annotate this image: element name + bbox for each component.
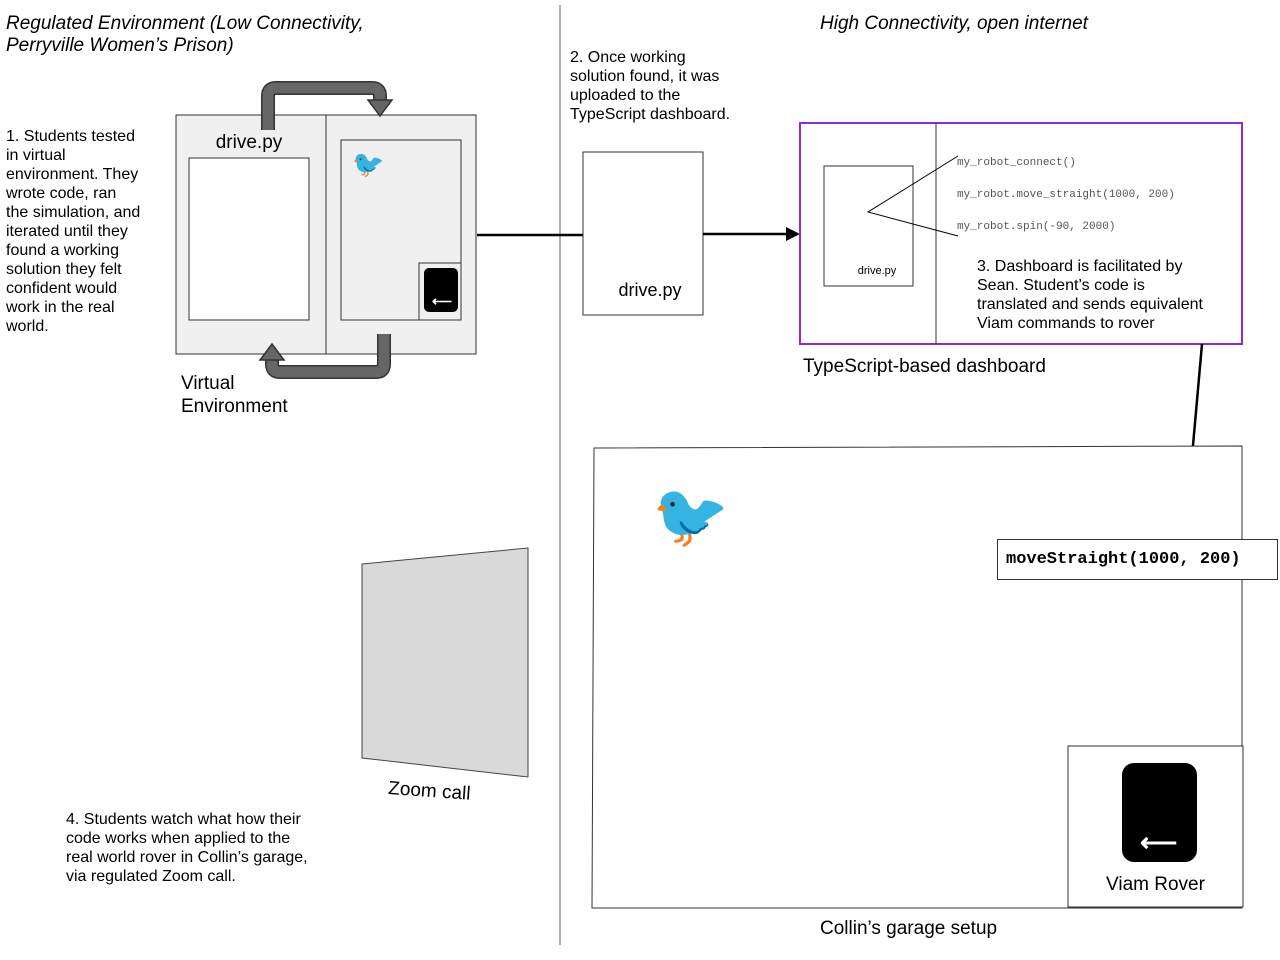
code-line-1: my_robot_connect(): [957, 157, 1076, 169]
arrow-upload-to-dashboard-head: [786, 227, 800, 241]
bird-icon: 🐦: [352, 149, 385, 179]
rover-icon: ⟵: [1122, 763, 1197, 862]
step-3-text: 3. Dashboard is facilitated by Sean. Stu…: [977, 258, 1203, 332]
high-connectivity-header: High Connectivity, open internet: [820, 13, 1088, 34]
step-4-text: 4. Students watch what how their code wo…: [66, 811, 308, 885]
regulated-environment-header: Regulated Environment (Low Connectivity,…: [6, 13, 364, 56]
code-editor-pane: [188, 157, 310, 321]
sim-rover-icon: ⟵: [424, 268, 458, 312]
virtual-environment-caption: Virtual Environment: [181, 373, 288, 417]
garage-bird-icon: 🐦: [652, 482, 730, 551]
step-2-text: 2. Once working solution found, it was u…: [570, 49, 731, 123]
loop-arrow-bottom-fill: [266, 334, 390, 378]
rover-label: Viam Rover: [1106, 874, 1205, 895]
left-arrow-icon: ⟵: [1140, 827, 1178, 857]
virtual-file-label: drive.py: [215, 132, 283, 153]
zoom-call-screen: [361, 547, 529, 778]
code-line-2: my_robot.move_straight(1000, 200): [957, 189, 1175, 201]
garage-caption: Collin’s garage setup: [820, 918, 998, 939]
left-arrow-icon: ⟵: [432, 293, 453, 309]
loop-arrow-top-fill: [262, 82, 386, 130]
uploaded-file-card: [582, 151, 704, 316]
code-line-3: my_robot.spin(-90, 2000): [957, 221, 1116, 233]
dashboard-file-card: [823, 165, 914, 287]
dashboard-file-label: drive.py: [857, 265, 897, 277]
uploaded-file-label: drive.py: [618, 280, 682, 300]
command-label: moveStraight(1000, 200): [997, 539, 1278, 580]
dashboard-caption: TypeScript-based dashboard: [803, 356, 1046, 377]
step-1-text: 1. Students tested in virtual environmen…: [6, 128, 141, 335]
code-callout-lines: [866, 155, 959, 237]
dashboard-frame: [799, 122, 1243, 345]
loop-arrow-bottom-head: [258, 342, 286, 361]
loop-arrow-top-head: [366, 99, 394, 118]
